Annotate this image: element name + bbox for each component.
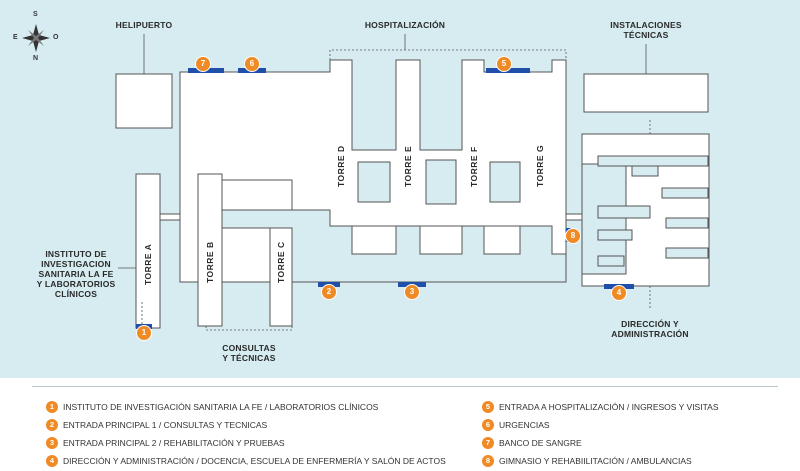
- legend-number-8: 8: [482, 455, 494, 467]
- compass-north-label: S: [33, 11, 38, 18]
- legend-item-2: 2 Entrada principal 1 / Consultas y Tecni…: [46, 419, 267, 435]
- map-area: S N O E HELIPUERTO HOSPITALIZACIÓN INSTA…: [0, 0, 800, 378]
- floor-plan: [22, 24, 710, 331]
- legend-item-1: 1 Instituto de Investigación Sanitaria La…: [46, 401, 378, 417]
- compass-south-label: N: [33, 55, 39, 62]
- legend-text-8: Gimnasio y Rehabiilitación / Ambulancias: [499, 456, 692, 466]
- legend-number-5: 5: [482, 401, 494, 413]
- hospitalizacion-label: HOSPITALIZACIÓN: [364, 20, 446, 30]
- map-marker-3[interactable]: 3: [405, 285, 419, 299]
- map-marker-7[interactable]: 7: [196, 57, 210, 71]
- map-marker-5[interactable]: 5: [497, 57, 511, 71]
- tower-f-label: TORRE F: [469, 146, 479, 187]
- entrance-7: [188, 68, 224, 73]
- entrance-5: [486, 68, 530, 73]
- compass-east-label: O: [53, 34, 59, 41]
- tower-e-label: TORRE E: [403, 145, 413, 187]
- legend-number-6: 6: [482, 419, 494, 431]
- direccion-label: DIRECCIÓN Y ADMINISTRACIÓN: [611, 319, 689, 339]
- map-marker-8[interactable]: 8: [566, 229, 580, 243]
- legend: 1 Instituto de Investigación Sanitaria La…: [0, 378, 800, 470]
- legend-number-7: 7: [482, 437, 494, 449]
- legend-item-8: 8 Gimnasio y Rehabiilitación / Ambulancia…: [482, 455, 692, 471]
- map-marker-2[interactable]: 2: [322, 285, 336, 299]
- tower-c-building: [269, 227, 293, 327]
- legend-number-4: 4: [46, 455, 58, 467]
- legend-text-1: Instituto de Investigación Sanitaria La …: [63, 402, 379, 412]
- technical-building: [583, 73, 709, 113]
- legend-item-4: 4 Dirección y administración / Docencia, …: [46, 455, 446, 471]
- tower-a-label: TORRE A: [143, 243, 153, 285]
- legend-number-2: 2: [46, 419, 58, 431]
- entrance-3: [398, 282, 426, 287]
- instituto-label: INSTITUTO DE INVESTIGACION SANITARIA LA …: [36, 249, 116, 299]
- legend-number-3: 3: [46, 437, 58, 449]
- legend-item-7: 7 Banco de Sangre: [482, 437, 582, 453]
- legend-text-5: Entrada a Hospitalización / Ingresos y V…: [499, 402, 719, 412]
- tower-b-label: TORRE B: [205, 241, 215, 283]
- entrance-2: [318, 282, 340, 287]
- map-marker-4[interactable]: 4: [612, 286, 626, 300]
- map-marker-6[interactable]: 6: [245, 57, 259, 71]
- legend-text-7: Banco de Sangre: [499, 438, 582, 448]
- legend-number-1: 1: [46, 401, 58, 413]
- compass-rose: [22, 24, 50, 52]
- map-marker-1[interactable]: 1: [137, 326, 151, 340]
- legend-text-3: Entrada principal 2 / Rehabilitación y P…: [63, 438, 285, 448]
- tower-b-building: [197, 173, 223, 327]
- helipad-building: [115, 73, 173, 129]
- legend-text-6: Urgencias: [499, 420, 550, 430]
- legend-item-3: 3 Entrada principal 2 / Rehabilitación y …: [46, 437, 285, 453]
- helipuerto-label: HELIPUERTO: [115, 20, 173, 30]
- legend-item-5: 5 Entrada a Hospitalización / Ingresos y …: [482, 401, 719, 417]
- instalaciones-tecnicas-label: INSTALACIONES TÉCNICAS: [610, 20, 682, 40]
- legend-text-2: Entrada principal 1 / Consultas y Tecnic…: [63, 420, 268, 430]
- tower-c-label: TORRE C: [276, 241, 286, 283]
- legend-text-4: Dirección y administración / Docencia, e…: [63, 456, 446, 466]
- tower-a-building: [135, 173, 161, 329]
- legend-item-6: 6 Urgencias: [482, 419, 550, 435]
- consultas-label: CONSULTAS Y TÉCNICAS: [222, 343, 276, 363]
- tower-d-label: TORRE D: [336, 145, 346, 187]
- legend-box: 1 Instituto de Investigación Sanitaria La…: [32, 386, 778, 469]
- compass-west-label: E: [13, 34, 18, 41]
- tower-g-label: TORRE G: [535, 144, 545, 187]
